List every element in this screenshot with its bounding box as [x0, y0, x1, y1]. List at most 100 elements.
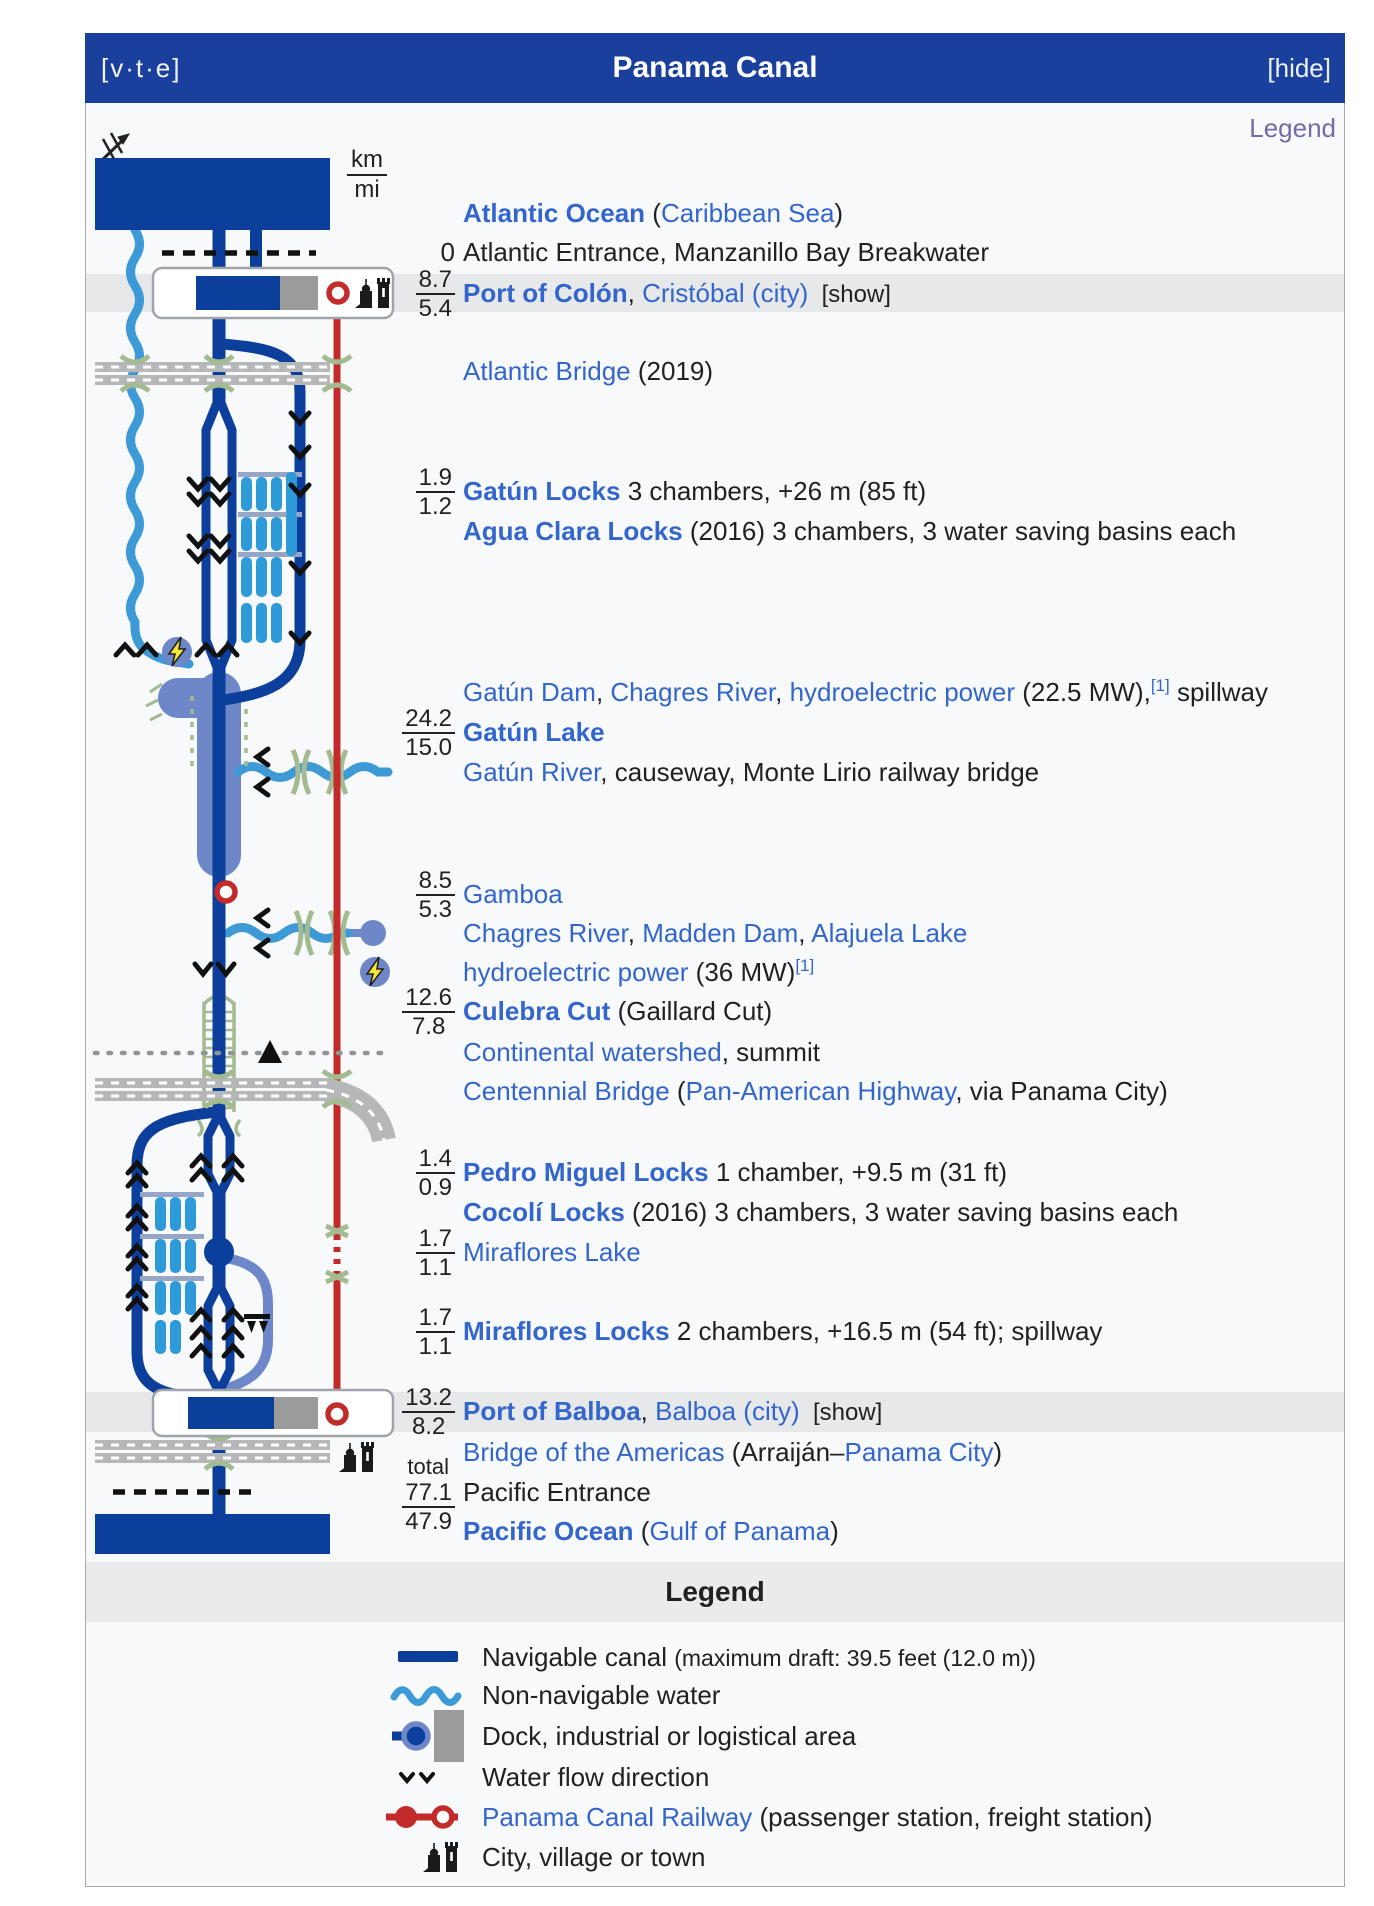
legend-icons — [386, 1651, 464, 1872]
link-balboa-city[interactable]: Balboa (city) — [655, 1396, 800, 1426]
link-port-of-balboa[interactable]: Port of Balboa — [463, 1396, 641, 1426]
hide-button[interactable]: [hide] — [1267, 53, 1331, 83]
link-panama-canal-railway[interactable]: Panama Canal Railway — [482, 1802, 753, 1832]
link-pan-american-highway[interactable]: Pan-American Highway — [685, 1076, 956, 1106]
row-miraflores-lake: Miraflores Lake — [463, 1233, 641, 1271]
culebra-cut-ladder — [196, 994, 242, 1138]
legend-city-icon — [423, 1842, 458, 1872]
port-of-balboa-dock — [151, 1388, 395, 1438]
row-gatun-locks: Gatún Locks 3 chambers, +26 m (85 ft) — [463, 476, 927, 506]
vte-links[interactable]: [v·t·e] — [101, 53, 182, 83]
continental-watershed — [92, 1040, 393, 1063]
row-miraflores-locks: Miraflores Locks 2 chambers, +16.5 m (54… — [463, 1316, 1103, 1346]
row-culebra-cut: Culebra Cut (Gaillard Cut) — [463, 996, 773, 1026]
link-caribbean-sea[interactable]: Caribbean Sea — [660, 198, 835, 228]
distance-units-header: km mi — [338, 146, 396, 204]
link-gatun-dam[interactable]: Gatún Dam — [463, 677, 596, 707]
railway-station-gamboa[interactable] — [214, 880, 238, 904]
link-madden-dam[interactable]: Madden Dam — [642, 918, 799, 948]
show-toggle-colon[interactable]: [show] — [808, 281, 891, 308]
railway-station-balboa[interactable] — [325, 1402, 349, 1426]
navbox-titlebar: [v·t·e] Panama Canal [hide] — [85, 33, 1345, 103]
legend-row-water: Non-navigable water — [482, 1680, 721, 1710]
link-gamboa[interactable]: Gamboa — [463, 879, 563, 909]
link-gulf-of-panama[interactable]: Gulf of Panama — [649, 1516, 831, 1546]
legend-row-dock: Dock, industrial or logistical area — [482, 1721, 857, 1751]
legend-link[interactable]: Legend — [1249, 113, 1336, 143]
show-toggle-balboa[interactable]: [show] — [799, 1399, 883, 1426]
row-hydro-36: hydroelectric power (36 MW)[1] — [463, 956, 815, 987]
link-bridge-of-the-americas[interactable]: Bridge of the Americas — [463, 1437, 725, 1467]
alajuela-lake-icon — [360, 920, 386, 946]
unit-km: km — [347, 146, 387, 176]
legend-row-railway: Panama Canal Railway (passenger station,… — [482, 1802, 1153, 1832]
row-port-balboa: Port of Balboa, Balboa (city) [show] — [463, 1396, 883, 1426]
row-atlantic-ocean: Atlantic Ocean (Caribbean Sea) — [463, 198, 844, 228]
link-pacific-ocean[interactable]: Pacific Ocean — [463, 1516, 634, 1546]
link-miraflores-locks[interactable]: Miraflores Locks — [463, 1316, 670, 1346]
atlantic-ocean-block — [95, 158, 330, 230]
footnote-1b[interactable]: [1] — [795, 956, 815, 975]
sage-features — [145, 682, 351, 1138]
link-cristobal[interactable]: Cristóbal (city) — [642, 278, 809, 308]
link-panama-city[interactable]: Panama City — [844, 1437, 994, 1467]
link-gatun-river[interactable]: Gatún River — [463, 757, 601, 787]
link-hydroelectric-power[interactable]: hydroelectric power — [789, 677, 1016, 707]
row-gatun-river: Gatún River, causeway, Monte Lirio railw… — [463, 757, 1040, 787]
link-chagres-river-2[interactable]: Chagres River — [463, 918, 628, 948]
link-gatun-locks[interactable]: Gatún Locks — [463, 476, 621, 506]
panama-canal-railway-line — [324, 293, 350, 1414]
link-continental-watershed[interactable]: Continental watershed — [463, 1037, 722, 1067]
link-atlantic-bridge[interactable]: Atlantic Bridge — [463, 356, 631, 386]
cocoli-chambers — [140, 1192, 204, 1354]
row-atlantic-bridge: Atlantic Bridge (2019) — [463, 356, 714, 386]
legend-row-canal: Navigable canal (maximum draft: 39.5 fee… — [482, 1642, 1036, 1672]
lightning-icon-madden — [359, 956, 391, 988]
limon-bay-river — [126, 225, 194, 669]
link-atlantic-ocean[interactable]: Atlantic Ocean — [463, 198, 646, 228]
port-of-colon-dock — [151, 266, 395, 320]
row-centennial-bridge: Centennial Bridge (Pan-American Highway,… — [463, 1076, 1168, 1106]
legend-row-flow: Water flow direction — [482, 1762, 710, 1792]
row-bridge-americas: Bridge of the Americas (Arraiján–Panama … — [463, 1437, 1003, 1467]
link-port-of-colon[interactable]: Port of Colón — [463, 278, 628, 308]
spillway-icon — [244, 1314, 270, 1333]
railway-station-colon[interactable] — [326, 281, 350, 305]
legend-railway-icon — [386, 1805, 458, 1829]
link-agua-clara-locks[interactable]: Agua Clara Locks — [463, 516, 683, 546]
row-gatun-lake: Gatún Lake — [463, 713, 605, 751]
link-pedro-miguel-locks[interactable]: Pedro Miguel Locks — [463, 1157, 709, 1187]
agua-clara-chambers — [238, 472, 302, 643]
dist-atlantic-entrance: 0 — [440, 237, 455, 267]
row-watershed: Continental watershed, summit — [463, 1037, 820, 1067]
row-pacific-ocean: Pacific Ocean (Gulf of Panama) — [463, 1516, 839, 1546]
row-agua-clara-locks: Agua Clara Locks (2016) 3 chambers, 3 wa… — [463, 516, 1237, 546]
compass-icon — [97, 132, 131, 165]
unit-mi: mi — [354, 176, 380, 203]
link-alajuela-lake[interactable]: Alajuela Lake — [811, 918, 968, 948]
legend-dock-icon — [392, 1710, 464, 1762]
link-cocoli-locks[interactable]: Cocolí Locks — [463, 1197, 625, 1227]
watershed-triangle — [258, 1040, 282, 1063]
link-chagres-river[interactable]: Chagres River — [610, 677, 776, 707]
row-gamboa: Gamboa — [463, 875, 563, 913]
navbox-title: Panama Canal — [612, 51, 818, 84]
link-gatun-lake[interactable]: Gatún Lake — [463, 717, 605, 747]
link-miraflores-lake[interactable]: Miraflores Lake — [463, 1237, 641, 1267]
link-hydroelectric-power-2[interactable]: hydroelectric power — [463, 957, 689, 987]
row-pedro-miguel: Pedro Miguel Locks 1 chamber, +9.5 m (31… — [463, 1157, 1008, 1187]
footnote-1[interactable]: [1] — [1150, 676, 1170, 695]
link-centennial-bridge[interactable]: Centennial Bridge — [463, 1076, 670, 1106]
miraflores-lake-dot — [204, 1237, 234, 1267]
link-culebra-cut[interactable]: Culebra Cut — [463, 996, 611, 1026]
legend-row-city: City, village or town — [482, 1842, 706, 1872]
miraflores-spillway — [220, 1253, 273, 1395]
